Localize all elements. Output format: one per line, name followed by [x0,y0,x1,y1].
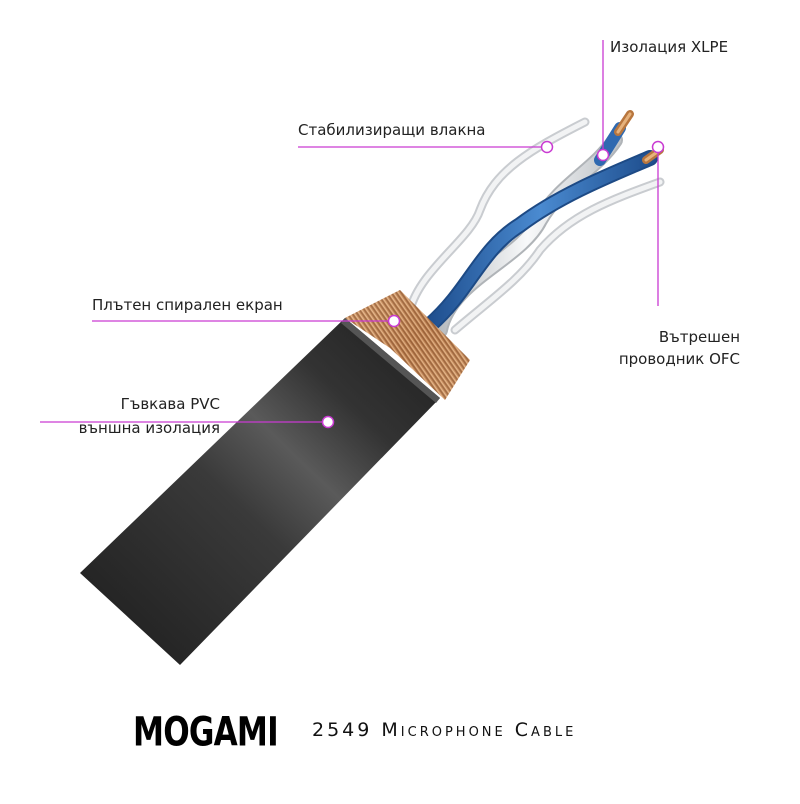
callout-xlpe-insulation: Изолация XLPE [610,38,729,56]
leader-lines [40,40,659,423]
callout-pvc-jacket: Гъвкава PVC външна изолация [40,393,220,439]
twisted-pair [422,110,664,338]
footer: MOGAMI 2549 Microphone Cable [0,700,800,760]
callout-pvc-line2: външна изолация [78,419,220,437]
pvc-jacket [80,318,440,665]
copper-shield [345,290,470,400]
callout-markers [321,140,665,429]
callout-ofc-line1: Вътрешен [658,328,740,346]
brand-logo: MOGAMI [133,708,279,756]
callout-stabilizing-fibers: Стабилизиращи влакна [298,121,486,139]
callout-spiral-shield: Плътен спирален екран [92,296,283,314]
callout-pvc-line1: Гъвкава PVC [120,395,220,413]
callout-ofc-conductor: Вътрешен проводник OFC [582,326,740,370]
product-name: 2549 Microphone Cable [312,719,577,741]
callout-ofc-line2: проводник OFC [618,350,740,368]
